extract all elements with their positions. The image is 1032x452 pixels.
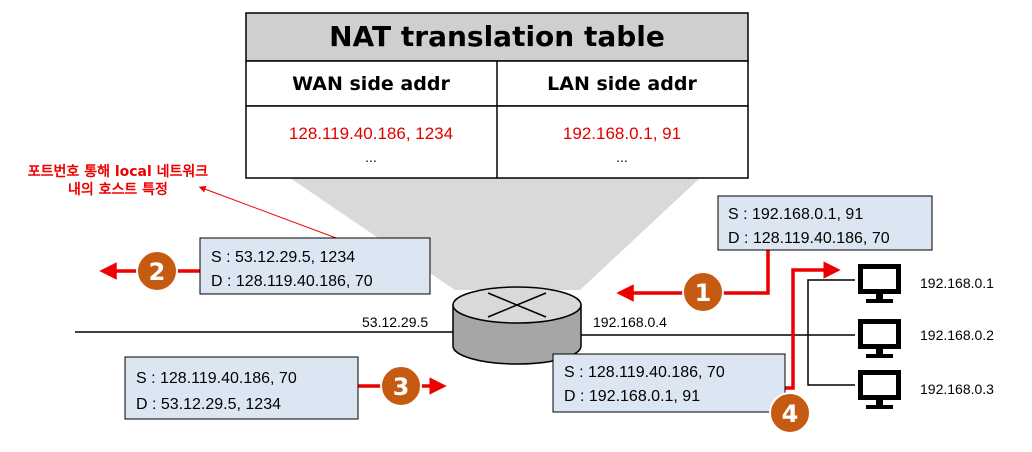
arrow-step-1 (616, 250, 770, 302)
packet-3: S : 128.119.40.186, 70 D : 53.12.29.5, 1… (124, 356, 359, 420)
host-ip: 192.168.0.1 (920, 275, 994, 291)
step-number: 2 (149, 258, 166, 286)
host-1: 192.168.0.1 (858, 264, 994, 303)
packet-1-dst: D : 128.119.40.186, 70 (728, 230, 890, 247)
annotation-line2: 내의 호스트 특정 (68, 181, 168, 198)
packet-1-src: S : 192.168.0.1, 91 (728, 206, 863, 223)
monitor-icon (858, 319, 901, 358)
router-lan-ip: 192.168.0.4 (593, 314, 667, 330)
nat-table-title: NAT translation table (329, 20, 665, 53)
nat-table-ellipsis-wan: ... (365, 149, 377, 165)
nat-table-row-lan: 192.168.0.1, 91 (563, 124, 681, 143)
step-badge-2: 2 (136, 250, 178, 292)
packet-3-dst: D : 53.12.29.5, 1234 (136, 396, 281, 413)
packet-3-src: S : 128.119.40.186, 70 (136, 370, 297, 387)
nat-table: NAT translation table WAN side addr LAN … (245, 12, 749, 179)
packet-2: S : 53.12.29.5, 1234 D : 128.119.40.186,… (199, 237, 431, 295)
step-number: 1 (695, 279, 712, 307)
nat-table-col-wan: WAN side addr (292, 73, 450, 95)
nat-table-row-wan: 128.119.40.186, 1234 (289, 124, 453, 143)
packet-4-dst: D : 192.168.0.1, 91 (564, 388, 700, 405)
host-ip: 192.168.0.3 (920, 381, 994, 397)
monitor-icon (858, 370, 901, 409)
router (452, 286, 582, 365)
table-funnel (290, 178, 700, 290)
step-badge-3: 3 (380, 365, 422, 407)
host-ip: 192.168.0.2 (920, 327, 994, 343)
nat-table-col-lan: LAN side addr (547, 73, 697, 95)
packet-1: S : 192.168.0.1, 91 D : 128.119.40.186, … (717, 195, 933, 251)
lan-bus (807, 279, 855, 386)
packet-4: S : 128.119.40.186, 70 D : 192.168.0.1, … (552, 353, 786, 413)
annotation-pointer (198, 185, 356, 246)
step-badge-4: 4 (769, 392, 811, 434)
step-badge-1: 1 (682, 271, 724, 313)
step-number: 3 (393, 373, 410, 401)
annotation-line1: 포트번호 통해 local 네트워크 (28, 164, 209, 180)
host-3: 192.168.0.3 (858, 370, 994, 409)
nat-table-ellipsis-lan: ... (616, 149, 628, 165)
arrow-step-4 (785, 261, 841, 390)
packet-2-dst: D : 128.119.40.186, 70 (211, 273, 373, 290)
monitor-icon (858, 264, 901, 303)
packet-4-src: S : 128.119.40.186, 70 (564, 364, 725, 381)
step-number: 4 (782, 400, 799, 428)
packet-2-src: S : 53.12.29.5, 1234 (211, 249, 355, 266)
router-wan-ip: 53.12.29.5 (362, 314, 428, 330)
host-2: 192.168.0.2 (858, 319, 994, 358)
